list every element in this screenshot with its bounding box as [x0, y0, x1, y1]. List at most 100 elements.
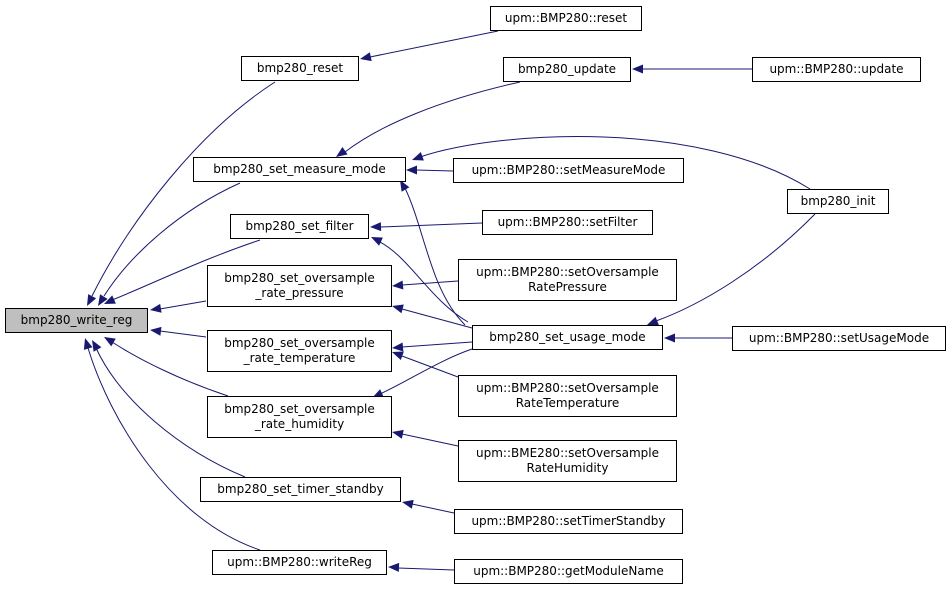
node-upm-bmp280-setusagemode[interactable]: upm::BMP280::setUsageMode	[732, 326, 946, 351]
node-upm-bmp280-setoversampleratepressure[interactable]: upm::BMP280::setOversample RatePressure	[458, 259, 677, 301]
node-upm-bme280-setoversampleratehumidity[interactable]: upm::BME280::setOversample RateHumidity	[458, 440, 677, 482]
arrowhead	[400, 180, 410, 192]
node-label-line-2: _rate_temperature	[243, 351, 356, 365]
edge-upm-filter-to-filter	[370, 222, 483, 232]
node-label: upm::BMP280::setTimerStandby	[471, 514, 666, 528]
node-bmp280-write-reg[interactable]: bmp280_write_reg	[5, 308, 148, 333]
node-label-line-2: _rate_humidity	[254, 417, 345, 431]
node-label: upm::BMP280::reset	[504, 11, 628, 25]
node-bmp280-set-filter[interactable]: bmp280_set_filter	[230, 214, 369, 239]
edge-upm-reset-to-reset	[360, 30, 499, 62]
arrowhead	[392, 429, 404, 439]
arrowhead	[647, 316, 659, 326]
node-label: upm::BMP280::getModuleName	[473, 564, 664, 578]
edge-usage-to-ovs-temp	[392, 341, 473, 352]
node-upm-bmp280-getmodulename[interactable]: upm::BMP280::getModuleName	[454, 559, 683, 584]
arrowhead	[372, 389, 384, 398]
arrowhead	[392, 342, 404, 352]
edge-upm-standby-to-standby	[402, 499, 455, 514]
edge-upm-usage-to-usage	[664, 333, 732, 343]
node-upm-bmp280-setmeasuremode[interactable]: upm::BMP280::setMeasureMode	[453, 158, 684, 183]
arrowhead	[104, 295, 116, 304]
node-label: bmp280_set_usage_mode	[489, 330, 646, 344]
node-bmp280-set-oversample-rate-humidity[interactable]: bmp280_set_oversample _rate_humidity	[207, 396, 392, 438]
edge-usage-to-measure	[400, 180, 466, 326]
node-label-line-2: RateHumidity	[526, 461, 609, 475]
node-upm-bmp280-setoversampleratetemperature[interactable]: upm::BMP280::setOversample RateTemperatu…	[458, 375, 677, 417]
node-label: bmp280_reset	[256, 61, 344, 75]
node-label-line-2: _rate_pressure	[255, 286, 344, 300]
node-label-line-1: upm::BMP280::setOversample	[476, 265, 659, 279]
arrowhead	[83, 338, 93, 350]
node-bmp280-set-oversample-rate-temperature[interactable]: bmp280_set_oversample _rate_temperature	[207, 330, 392, 372]
edge-upm-update-to-update	[632, 64, 752, 74]
arrowhead	[392, 280, 404, 290]
node-label-line-2: RateTemperature	[515, 396, 620, 410]
edge-usage-to-ovs-hum	[372, 348, 473, 398]
arrowhead	[87, 294, 97, 306]
node-label: bmp280_write_reg	[20, 313, 133, 327]
arrowhead	[92, 340, 102, 352]
node-label: upm::BMP280::setMeasureMode	[471, 163, 666, 177]
node-label: upm::BMP280::update	[769, 62, 904, 76]
arrowhead	[336, 147, 348, 157]
node-label: bmp280_set_measure_mode	[213, 162, 386, 176]
edge-upm-ovs-press-to-ovs-press	[392, 280, 459, 290]
node-bmp280-init[interactable]: bmp280_init	[787, 189, 889, 214]
edge-ovs-press-to-write-reg	[150, 300, 207, 313]
edge-usage-to-filter	[371, 237, 469, 323]
edge-writereg-upm-to-write-reg	[83, 338, 261, 551]
arrowhead	[392, 304, 404, 314]
arrowhead	[392, 351, 404, 360]
node-bmp280-set-usage-mode[interactable]: bmp280_set_usage_mode	[472, 325, 663, 350]
node-label-line-1: bmp280_set_oversample	[224, 402, 375, 416]
node-label: bmp280_init	[800, 194, 876, 208]
edge-upm-measure-to-measure	[406, 165, 454, 175]
edge-init-to-measure	[412, 136, 811, 190]
node-label-line-1: bmp280_set_oversample	[224, 271, 375, 285]
arrowhead	[150, 326, 162, 336]
edge-ovs-temp-to-write-reg	[150, 326, 207, 338]
arrowhead	[402, 499, 414, 509]
node-label: bmp280_set_filter	[245, 219, 354, 233]
edge-bme-ovs-hum-to-ovs-hum	[392, 429, 459, 447]
arrowhead	[388, 562, 400, 572]
node-label-line-2: RatePressure	[528, 280, 607, 294]
node-bmp280-update[interactable]: bmp280_update	[503, 57, 631, 82]
node-upm-bmp280-setfilter[interactable]: upm::BMP280::setFilter	[482, 210, 653, 235]
node-label: bmp280_set_timer_standby	[217, 482, 384, 496]
node-upm-bmp280-update[interactable]: upm::BMP280::update	[752, 57, 921, 82]
edge-measure-to-write-reg	[98, 182, 241, 306]
node-upm-bmp280-writereg[interactable]: upm::BMP280::writeReg	[212, 550, 387, 575]
node-label: bmp280_update	[517, 62, 617, 76]
node-bmp280-set-measure-mode[interactable]: bmp280_set_measure_mode	[193, 157, 406, 182]
node-upm-bmp280-settimerstandby[interactable]: upm::BMP280::setTimerStandby	[454, 509, 683, 534]
edge-init-to-usage	[647, 213, 816, 326]
node-bmp280-set-timer-standby[interactable]: bmp280_set_timer_standby	[200, 477, 401, 502]
edge-ovs-hum-to-write-reg	[104, 337, 229, 397]
arrowhead	[412, 152, 424, 161]
arrowhead	[371, 237, 383, 246]
arrowhead	[370, 222, 382, 232]
edge-usage-to-ovs-press	[392, 304, 473, 329]
edge-filter-to-write-reg	[104, 239, 261, 304]
arrowhead	[98, 294, 108, 306]
node-label-line-1: upm::BME280::setOversample	[476, 446, 659, 460]
node-label: upm::BMP280::setUsageMode	[748, 331, 930, 345]
node-label-line-1: bmp280_set_oversample	[224, 336, 375, 350]
node-label-line-1: upm::BMP280::setOversample	[476, 381, 659, 395]
arrowhead	[664, 333, 675, 343]
node-bmp280-reset[interactable]: bmp280_reset	[241, 56, 359, 81]
arrowhead	[150, 303, 162, 313]
edge-update-to-measure	[336, 81, 521, 157]
arrowhead	[632, 64, 643, 74]
edge-upm-ovs-temp-to-ovs-temp	[392, 351, 459, 378]
arrowhead	[360, 52, 372, 62]
edge-reset-to-write-reg	[87, 81, 276, 306]
arrowhead	[104, 337, 116, 347]
node-bmp280-set-oversample-rate-pressure[interactable]: bmp280_set_oversample _rate_pressure	[207, 265, 392, 307]
node-upm-bmp280-reset[interactable]: upm::BMP280::reset	[490, 6, 642, 31]
arrowhead	[406, 165, 417, 175]
